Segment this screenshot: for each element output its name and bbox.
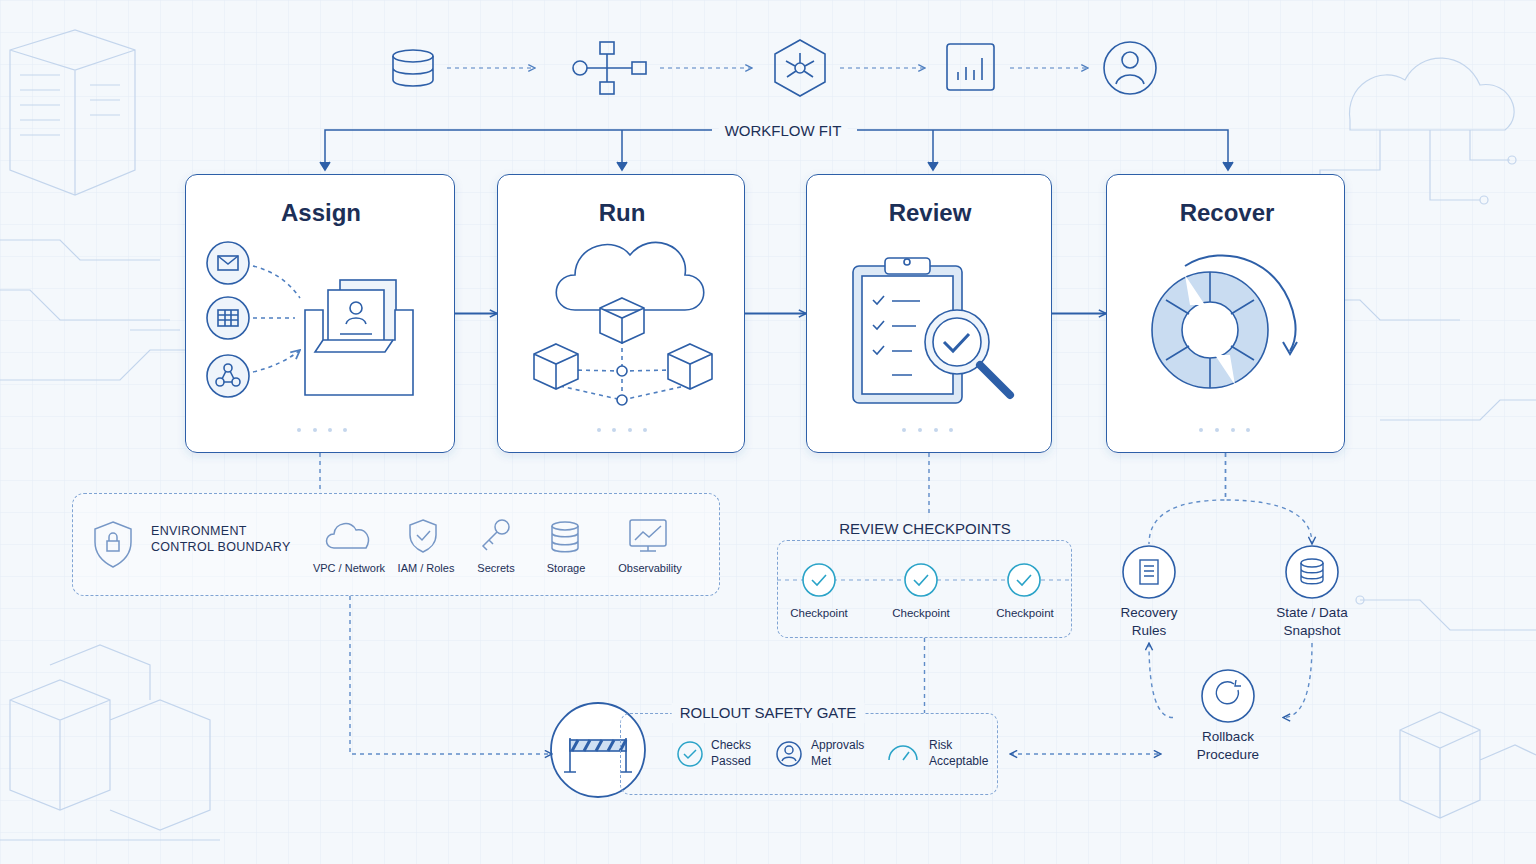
node-heading: Run [599, 197, 646, 228]
process-card: Recover [1106, 174, 1345, 453]
safety-gate: ROLLOUT SAFETY GATEChecks PassedApproval… [552, 713, 998, 795]
dashed-connector [928, 453, 929, 515]
process-card: Run [497, 174, 745, 453]
node-label: Checkpoint [790, 606, 848, 621]
node-heading: ROLLOUT SAFETY GATE [672, 703, 865, 723]
dashed-connector [1283, 643, 1312, 717]
node-heading: Recover [1180, 197, 1275, 228]
dashed-connector [350, 596, 552, 754]
node-label: Observability [618, 561, 682, 575]
node-heading: Assign [281, 197, 361, 228]
flow-arrow [455, 312, 497, 314]
process-card: Assign [185, 174, 455, 453]
checkpoint-group: REVIEW CHECKPOINTS Checkpoint Checkpoint Ch… [777, 515, 1072, 638]
dashed-connector [1226, 453, 1313, 544]
flow-arrow [745, 312, 806, 314]
node-heading: Review [889, 197, 972, 228]
node-label: Checkpoint [892, 606, 950, 621]
dashed-frame [777, 540, 1072, 638]
node-label: Checkpoint [996, 606, 1054, 621]
dashed-connector [319, 453, 320, 493]
node-label: Approvals Met [811, 738, 871, 769]
node-label: Risk Acceptable [929, 738, 993, 769]
dashed-connector [1010, 753, 1161, 754]
node-heading: ENVIRONMENT CONTROL BOUNDARY [151, 523, 311, 556]
recovery-item: Rollback Procedure [1173, 668, 1283, 767]
node-heading: Rollback Procedure [1186, 728, 1270, 763]
node-label: Checks Passed [711, 738, 767, 769]
boundary-group: ENVIRONMENT CONTROL BOUNDARYVPC / Networ… [72, 493, 720, 596]
node-label: Storage [547, 561, 586, 575]
node-heading: Recovery Rules [1107, 604, 1191, 639]
dashed-connector [1149, 643, 1173, 717]
dashed-connector [1149, 453, 1226, 544]
dashed-connector [924, 638, 925, 713]
node-label: VPC / Network [313, 561, 385, 575]
flow-arrow [1052, 312, 1106, 314]
node-heading: State / Data Snapshot [1266, 604, 1358, 639]
node-label: IAM / Roles [398, 561, 455, 575]
node-heading: REVIEW CHECKPOINTS [839, 519, 1011, 539]
recovery-item: Recovery Rules [1094, 544, 1204, 643]
recovery-item: State / Data Snapshot [1257, 544, 1367, 643]
node-label: Secrets [477, 561, 514, 575]
section-label: WORKFLOW FIT [719, 122, 848, 139]
process-card: Review [806, 174, 1052, 453]
